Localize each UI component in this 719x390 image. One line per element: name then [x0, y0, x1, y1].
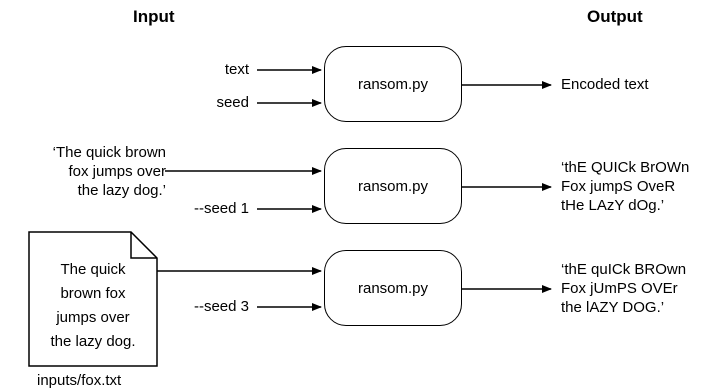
ransom-process-box: ransom.py: [324, 250, 462, 326]
output-sentence-line: Fox jUmPS OVEr: [561, 280, 678, 297]
input-heading: Input: [133, 7, 175, 26]
output-sentence-line: Fox jumpS OveR: [561, 178, 676, 195]
output-sentence: ‘thE QUICk BrOWn Fox jumpS OveR tHe LAzY…: [561, 158, 689, 215]
file-name-caption: inputs/fox.txt: [37, 372, 122, 389]
output-sentence-line: ‘thE QUICk BrOWn: [561, 159, 690, 176]
process-label: ransom.py: [357, 177, 429, 195]
file-content-line: brown fox: [60, 285, 126, 302]
file-content-line: the lazy dog.: [50, 333, 136, 350]
file-document-icon: [28, 231, 158, 367]
output-heading: Output: [587, 7, 643, 26]
file-content: The quick brown fox jumps over the lazy …: [29, 258, 157, 354]
output-sentence: ‘thE quICk BROwn Fox jUmPS OVEr the lAZY…: [561, 260, 686, 317]
output-sentence-line: ‘thE quICk BROwn: [561, 261, 687, 278]
ransom-process-box: ransom.py: [324, 148, 462, 224]
output-sentence-line: the lAZY DOG.’: [561, 299, 665, 316]
output-encoded-text-label: Encoded text: [561, 76, 649, 93]
input-seed-flag: --seed 1: [193, 200, 249, 217]
process-label: ransom.py: [357, 279, 429, 297]
file-content-line: The quick: [60, 261, 126, 278]
output-sentence-line: tHe LAzY dOg.’: [561, 197, 665, 214]
input-sentence-line: fox jumps over: [68, 163, 166, 180]
input-text-label: text: [224, 61, 249, 78]
input-sentence-line: ‘The quick brown: [52, 144, 166, 161]
process-label: ransom.py: [357, 75, 429, 93]
file-content-line: jumps over: [56, 309, 130, 326]
input-seed-flag: --seed 3: [193, 298, 249, 315]
input-seed-label: seed: [216, 94, 249, 111]
input-sentence-line: the lazy dog.’: [77, 182, 166, 199]
ransom-process-box: ransom.py: [324, 46, 462, 122]
input-sentence: ‘The quick brown fox jumps over the lazy…: [53, 143, 166, 200]
